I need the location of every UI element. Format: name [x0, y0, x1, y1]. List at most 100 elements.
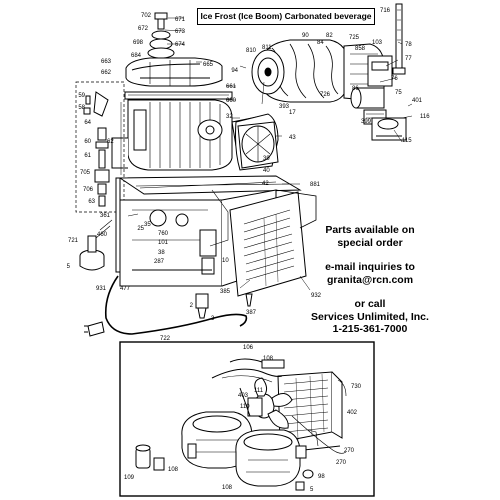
- louvered-side-panel: [229, 191, 307, 297]
- label-810: 810: [246, 48, 257, 54]
- label-705: 705: [80, 170, 91, 176]
- label-662: 662: [101, 70, 112, 76]
- float-switch-assembly: [79, 219, 113, 271]
- label-401: 401: [412, 98, 423, 104]
- part-labels: 702 671 672 673 698 674 684 663 662 665 …: [67, 8, 431, 493]
- relay-overload: [135, 444, 314, 491]
- rear-panel: [275, 189, 317, 229]
- compressor-right: [235, 429, 301, 487]
- label-60: 60: [84, 139, 91, 145]
- drive-motor: [350, 87, 387, 125]
- label-84: 84: [317, 40, 324, 46]
- diagram-title: Ice Frost (Ice Boom) Carbonated beverage: [197, 8, 375, 25]
- label-78: 78: [405, 42, 412, 48]
- label-402: 402: [347, 410, 358, 416]
- label-721: 721: [68, 238, 79, 244]
- info-line-1: Parts available on: [325, 224, 415, 236]
- condenser-fan: [237, 121, 279, 169]
- label-399: 399: [361, 119, 372, 125]
- label-38: 38: [158, 250, 165, 256]
- label-35: 35: [144, 222, 151, 228]
- label-932: 932: [311, 293, 322, 299]
- label-98: 98: [318, 474, 325, 480]
- parts-info-box: Parts available on special order e-mail …: [300, 224, 440, 366]
- label-460: 460: [97, 232, 108, 238]
- label-25: 25: [137, 226, 144, 232]
- label-39: 39: [263, 156, 270, 162]
- info-email[interactable]: granita@rcn.com: [326, 273, 414, 286]
- label-660: 660: [226, 98, 237, 104]
- capacitor-bracket: [371, 117, 407, 141]
- label-2: 2: [190, 303, 194, 309]
- label-684: 684: [131, 53, 142, 59]
- label-671: 671: [175, 17, 186, 23]
- thermostat: [195, 293, 209, 319]
- label-722: 722: [160, 336, 171, 342]
- label-108-bot: 108: [222, 485, 233, 491]
- label-108-top: 108: [263, 356, 274, 362]
- label-111: 111: [254, 388, 264, 394]
- label-110: 110: [240, 404, 250, 410]
- label-59: 59: [78, 93, 85, 99]
- label-725: 725: [349, 35, 360, 41]
- label-387: 387: [246, 310, 257, 316]
- label-109: 109: [124, 475, 135, 481]
- label-116: 116: [420, 114, 430, 120]
- info-line-2: special order: [337, 236, 403, 249]
- label-716: 716: [380, 8, 391, 14]
- label-698: 698: [133, 40, 144, 46]
- label-931: 931: [96, 286, 107, 292]
- label-115: 115: [402, 138, 412, 144]
- leader-lines: [120, 17, 413, 291]
- fan-and-motor: [239, 377, 293, 429]
- info-line-3: e-mail inquiries to: [325, 261, 415, 273]
- label-673: 673: [175, 29, 186, 35]
- label-62: 62: [107, 139, 114, 145]
- label-393: 393: [279, 104, 290, 110]
- label-101: 101: [158, 240, 169, 246]
- label-858: 858: [355, 46, 366, 52]
- info-company: Services Unlimited, Inc.: [311, 310, 429, 323]
- label-40: 40: [263, 168, 270, 174]
- label-665: 665: [203, 62, 214, 68]
- label-726: 726: [320, 92, 331, 98]
- label-881: 881: [310, 182, 321, 188]
- bowl-assembly: [111, 99, 233, 171]
- screw-387: [245, 293, 253, 307]
- dispensing-valve-stack: [75, 81, 125, 213]
- info-phone[interactable]: 1-215-361-7000: [332, 323, 408, 335]
- label-361: 361: [100, 213, 111, 219]
- label-94: 94: [231, 68, 238, 74]
- label-5-bot: 5: [310, 487, 314, 493]
- drier-tubing: [211, 358, 285, 383]
- label-75: 75: [395, 90, 402, 96]
- label-106: 106: [243, 345, 254, 351]
- label-3: 3: [211, 316, 215, 322]
- wire-harness: [291, 379, 347, 454]
- label-760: 760: [158, 231, 169, 237]
- label-76: 76: [391, 76, 398, 82]
- label-702: 702: [141, 13, 152, 19]
- label-90: 90: [302, 33, 309, 39]
- label-63: 63: [88, 199, 95, 205]
- label-287: 287: [154, 259, 165, 265]
- label-661: 661: [226, 84, 237, 90]
- label-730: 730: [351, 384, 362, 390]
- label-5: 5: [67, 264, 71, 270]
- label-58: 58: [78, 105, 85, 111]
- label-385: 385: [220, 289, 231, 295]
- label-663: 663: [101, 59, 112, 65]
- label-811: 811: [262, 45, 272, 51]
- refrigeration-box: [119, 341, 375, 497]
- compressor-left: [181, 411, 253, 469]
- label-86: 86: [352, 86, 359, 92]
- label-17: 17: [289, 110, 296, 116]
- info-line-5: or call: [354, 298, 386, 310]
- label-43: 43: [289, 135, 296, 141]
- label-42: 42: [262, 181, 269, 187]
- power-cord: [84, 275, 248, 337]
- label-270b: 270: [336, 460, 347, 466]
- label-403: 403: [238, 393, 249, 399]
- gearmotor-assembly: [251, 3, 406, 103]
